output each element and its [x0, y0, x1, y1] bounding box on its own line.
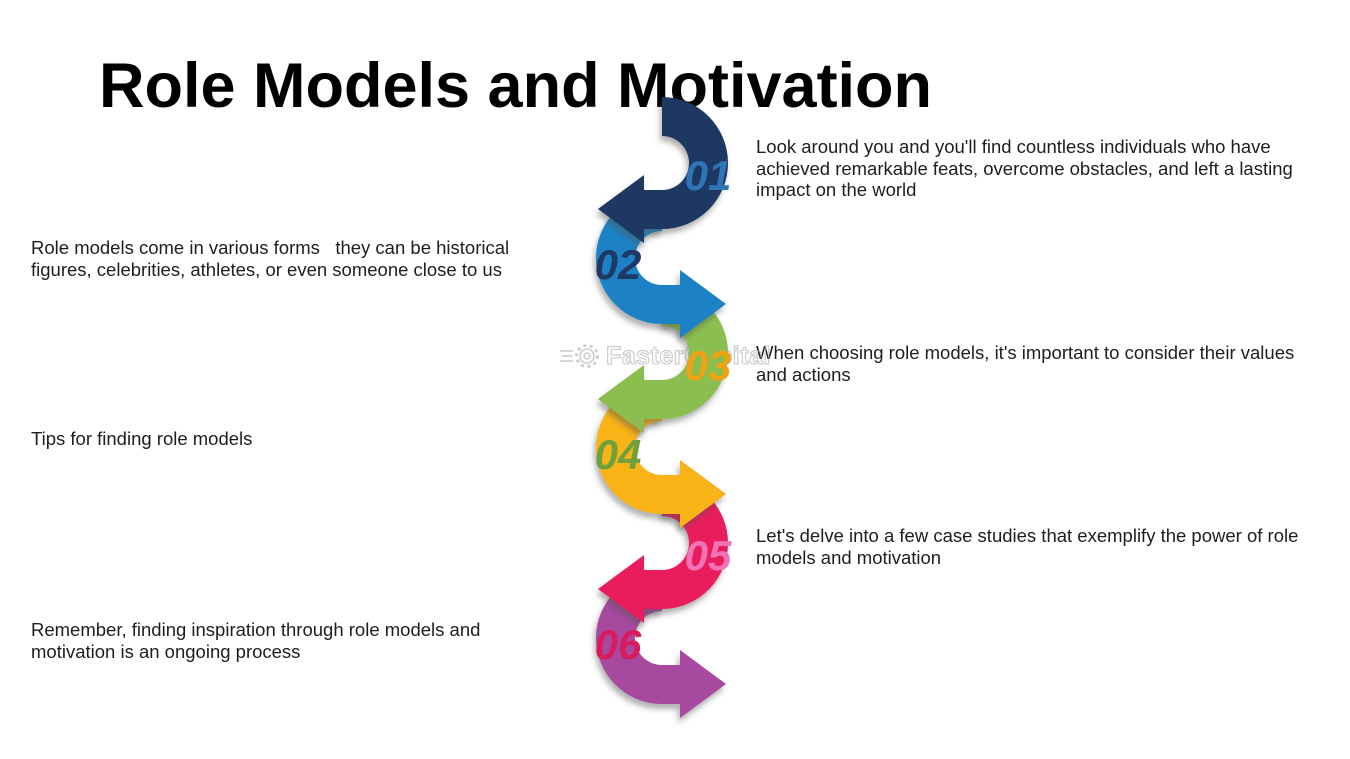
- fastercapital-gear-icon: [560, 344, 599, 368]
- step-number: 04: [595, 431, 642, 478]
- step-arrow-01: 01: [598, 97, 731, 243]
- step-number: 06: [595, 621, 642, 668]
- process-arrows: 06 05 04 03 02 01: [595, 97, 732, 718]
- step-text-05: Let's delve into a few case studies that…: [756, 525, 1304, 568]
- step-number: 02: [595, 241, 642, 288]
- arrow-shape: [598, 97, 728, 243]
- step-text-03: When choosing role models, it's importan…: [756, 342, 1300, 385]
- step-text-06: Remember, finding inspiration through ro…: [31, 619, 486, 662]
- page-title: Role Models and Motivation: [99, 51, 933, 122]
- step-text-01: Look around you and you'll find countles…: [756, 136, 1298, 200]
- step-text-02: Role models come in various forms they c…: [31, 237, 515, 280]
- step-number: 05: [685, 532, 732, 579]
- step-number: 01: [685, 152, 732, 199]
- step-number: 03: [685, 342, 732, 389]
- step-text-04: Tips for finding role models: [31, 428, 253, 449]
